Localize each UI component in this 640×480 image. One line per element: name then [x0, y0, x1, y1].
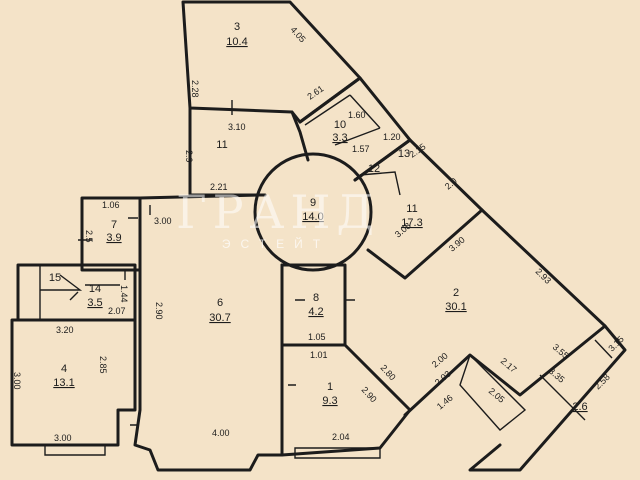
- walls: [10, 0, 627, 472]
- watermark-brand: ГРАНД: [176, 185, 380, 239]
- room-area: 9.3: [322, 395, 337, 407]
- wall-rotunda: [253, 152, 373, 272]
- room-number: 7: [111, 219, 117, 231]
- dimension-label: 2.58: [592, 372, 611, 391]
- room-number: 13: [398, 148, 410, 160]
- room-number: 11: [406, 203, 417, 215]
- dimension-label: 2.85: [98, 356, 108, 374]
- room-numbers: 3 11 10 13 12 9 7 11 14 6 8 2 4 1 15: [49, 21, 459, 393]
- dimension-label: 1.46: [435, 393, 455, 412]
- dimension-label: 2.21: [210, 182, 228, 192]
- dimension-label: 2.00: [430, 351, 450, 370]
- dimension-label: 2.61: [305, 83, 325, 101]
- watermark: ГРАНД ЭСТЕЙТ: [176, 185, 380, 251]
- room-number: 12: [368, 163, 380, 175]
- room-area: 10.4: [226, 36, 247, 48]
- wall-room-1: [280, 343, 412, 457]
- room-number: 8: [313, 292, 319, 304]
- dimension-label: 2.28: [190, 80, 200, 98]
- room-number: 4: [61, 363, 67, 375]
- dimension-label: 1.44: [119, 285, 129, 303]
- dimension-label: 4.05: [289, 25, 308, 45]
- dimension-label: 4.00: [212, 428, 230, 438]
- room-area: 3.3: [332, 132, 347, 144]
- room-area: 2.6: [572, 401, 587, 413]
- room-number: 3: [234, 21, 240, 33]
- room-number: 10: [334, 119, 346, 131]
- wall-room-6: [133, 193, 284, 472]
- room-area: 30.1: [445, 301, 466, 313]
- dimension-label: 2.17: [499, 356, 519, 375]
- dimension-label: 2.15: [407, 141, 427, 159]
- dimension-label: 1.20: [383, 132, 401, 142]
- room-areas: 10.4 3.3 14.0 3.9 17.3 3.5 30.7 4.2 30.1…: [53, 36, 587, 413]
- room-area: 4.2: [308, 306, 323, 318]
- room-area: 30.7: [209, 312, 230, 324]
- dimension-label: 1.01: [310, 350, 328, 360]
- room-number: 2: [453, 287, 459, 299]
- dimension-label: 2.9: [184, 150, 194, 163]
- room-area: 13.1: [53, 377, 74, 389]
- dimension-label: 3.35: [547, 366, 567, 385]
- dimension-label: 1.06: [102, 200, 120, 210]
- wall-balcony-inner: [459, 339, 613, 431]
- room-number: 9: [310, 197, 316, 209]
- room-number: 15: [49, 272, 61, 284]
- dimension-label: 3.00: [54, 433, 72, 443]
- dimension-label: 2.90: [154, 302, 164, 320]
- room-area: 3.9: [106, 232, 121, 244]
- dimension-label: 2.07: [108, 306, 126, 316]
- dimension-label: 2.5: [84, 230, 94, 243]
- room-number: 1: [327, 381, 333, 393]
- dimension-label: 1.60: [348, 110, 366, 120]
- door-marks: [69, 100, 355, 426]
- dimension-label: 3.00: [12, 372, 22, 390]
- dimension-label: 2.93: [534, 266, 553, 285]
- wall-balcony: [468, 324, 627, 472]
- dimension-label: 3.10: [228, 122, 246, 132]
- wall-corridor-right: [290, 110, 310, 162]
- dimension-label: 2.0: [443, 176, 459, 192]
- dimension-label: 3.20: [56, 325, 74, 335]
- wall-bottom-window: [294, 447, 381, 459]
- dimension-label: 2.90: [360, 385, 379, 405]
- dimension-label: 1.05: [308, 332, 326, 342]
- room-area: 14.0: [302, 211, 323, 223]
- dimension-label: 3.00: [154, 216, 172, 226]
- wall-room-4-window: [44, 444, 106, 456]
- dimension-label: 1.57: [352, 144, 370, 154]
- dimension-label: 2.03: [433, 369, 453, 388]
- wall-room-12: [359, 171, 401, 196]
- room-number: 11: [216, 139, 227, 151]
- wall-room-3: [181, 0, 362, 124]
- room-number: 6: [217, 297, 223, 309]
- wall-room-10-inner: [304, 94, 381, 146]
- room-number: 14: [89, 283, 101, 295]
- watermark-sub: ЭСТЕЙТ: [222, 236, 330, 251]
- room-area: 17.3: [401, 217, 422, 229]
- wall-room-2: [403, 208, 607, 417]
- room-area: 3.5: [87, 297, 102, 309]
- dimension-label: 2.04: [332, 432, 350, 442]
- wall-room-4: [10, 318, 137, 447]
- wall-room-15-inner: [39, 265, 120, 320]
